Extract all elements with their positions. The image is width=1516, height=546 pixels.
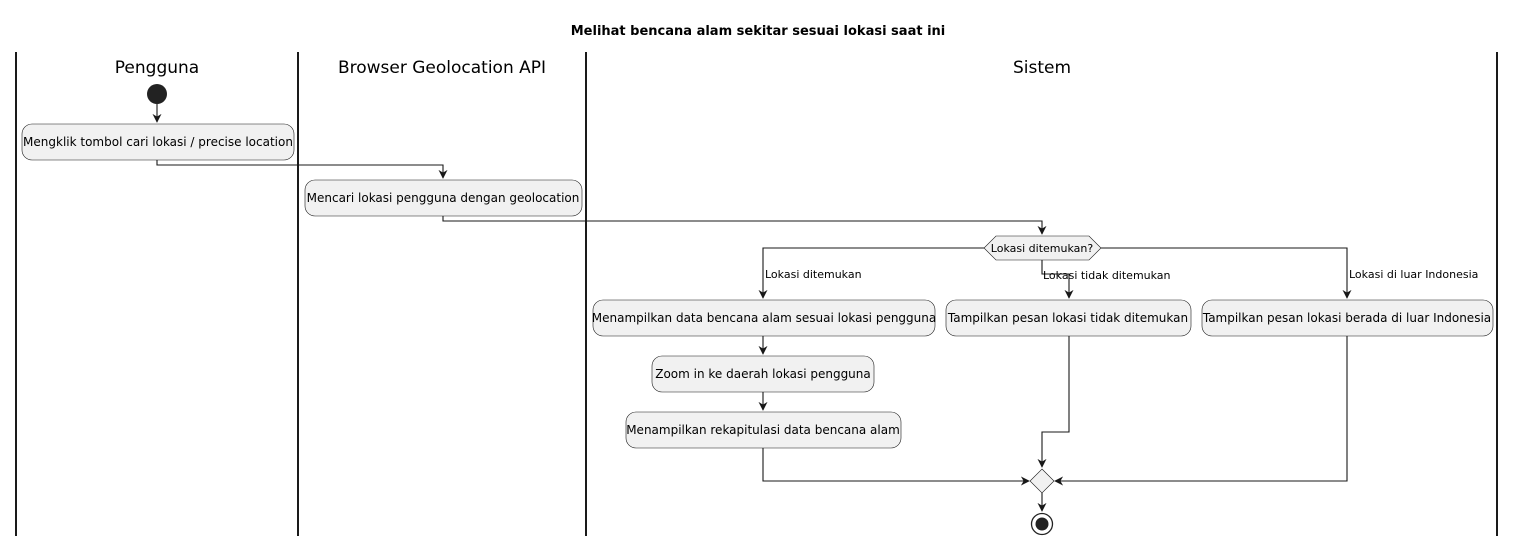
node-recap-label: Menampilkan rekapitulasi data bencana al…	[626, 423, 900, 437]
diagram-title: Melihat bencana alam sekitar sesuai loka…	[571, 24, 946, 39]
edge-label-not-found: Lokasi tidak ditemukan	[1043, 269, 1171, 282]
lane-label-browser: Browser Geolocation API	[338, 58, 546, 78]
edge-decision-found	[758, 247, 984, 299]
node-decision-label: Lokasi ditemukan?	[991, 242, 1094, 255]
node-show-data-label: Menampilkan data bencana alam sesuai lok…	[592, 311, 936, 325]
node-click-search-label: Mengklik tombol cari lokasi / precise lo…	[23, 135, 293, 149]
lane-label-system: Sistem	[1013, 58, 1071, 78]
lane-label-user: Pengguna	[115, 58, 199, 78]
edge-label-found: Lokasi ditemukan	[765, 268, 862, 281]
edge-find-to-decision	[442, 216, 1047, 235]
edge-decision-outside	[1101, 247, 1352, 299]
end-node-core	[1035, 517, 1049, 531]
node-click-search	[21, 123, 295, 161]
edge-outside-to-merge	[1054, 336, 1348, 486]
edge-label-outside: Lokasi di luar Indonesia	[1349, 268, 1478, 281]
edge-click-to-find	[156, 160, 448, 179]
start-node	[147, 84, 167, 104]
node-merge	[1029, 468, 1055, 494]
edge-not-found-to-merge	[1037, 336, 1070, 468]
node-msg-outside-label: Tampilkan pesan lokasi berada di luar In…	[1202, 311, 1491, 325]
node-find-location-label: Mencari lokasi pengguna dengan geolocati…	[307, 191, 580, 205]
node-zoom-label: Zoom in ke daerah lokasi pengguna	[655, 367, 871, 381]
node-show-data	[592, 299, 936, 337]
edge-decision-not-found	[1041, 260, 1074, 299]
edge-recap-to-merge	[762, 448, 1030, 486]
node-msg-not-found-label: Tampilkan pesan lokasi tidak ditemukan	[947, 311, 1188, 325]
